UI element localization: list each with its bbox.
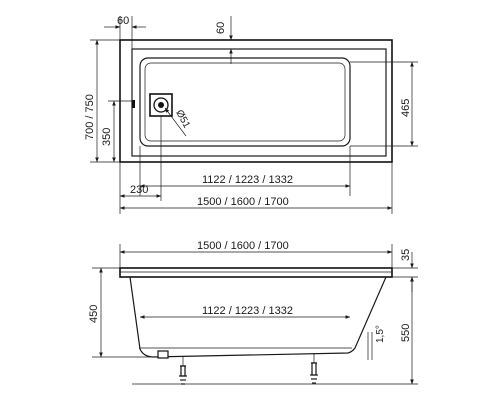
leg-right-icon bbox=[310, 353, 318, 384]
tub-side-rim bbox=[119, 267, 393, 278]
overall-length-label: 1500 / 1600 / 1700 bbox=[197, 196, 289, 208]
side-view: 1500 / 1600 / 1700 bbox=[88, 240, 418, 385]
rim-thickness-label: 35 bbox=[400, 249, 412, 261]
overflow-fitting-icon bbox=[157, 350, 169, 359]
top-view: Ø51 60 60 700 / 750 350 465 1122 / bbox=[84, 15, 418, 214]
drain-diameter-label: Ø51 bbox=[173, 108, 192, 130]
depth-label: 450 bbox=[88, 305, 100, 323]
tub-basin-outer bbox=[139, 57, 351, 147]
width-overall-label: 700 / 750 bbox=[84, 94, 96, 140]
inner-length-label: 1122 / 1223 / 1332 bbox=[202, 174, 293, 186]
top-drain-offset-label: 60 bbox=[215, 22, 227, 34]
inner-width-label: 465 bbox=[400, 99, 412, 117]
tub-basin-inner bbox=[144, 62, 346, 142]
overflow-mark bbox=[132, 100, 135, 108]
slope-label: 1,5° bbox=[375, 325, 386, 343]
drain-leader bbox=[164, 107, 187, 137]
side-overall-length-label: 1500 / 1600 / 1700 bbox=[197, 240, 289, 252]
width-half-label: 350 bbox=[101, 128, 113, 146]
tub-side-body bbox=[129, 276, 387, 358]
side-inner-length-label: 1122 / 1223 / 1332 bbox=[202, 305, 293, 317]
top-left-offset-label: 60 bbox=[117, 15, 129, 27]
leg-left-icon bbox=[179, 356, 187, 385]
drain-offset-label: 230 bbox=[130, 184, 148, 196]
total-height-label: 550 bbox=[400, 324, 412, 342]
